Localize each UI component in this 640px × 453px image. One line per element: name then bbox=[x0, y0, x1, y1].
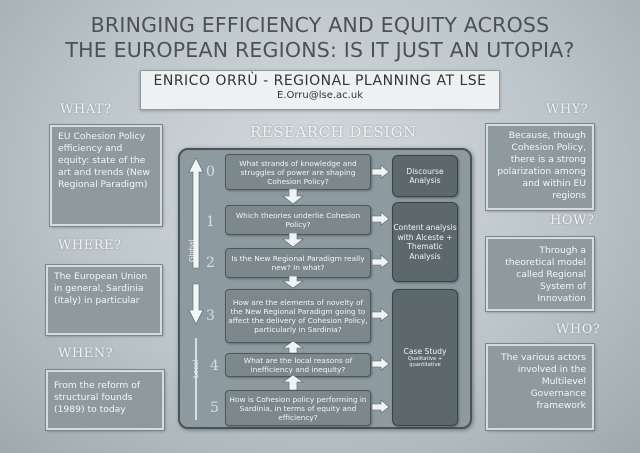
question-text-3: How are the elements of novelty of the N… bbox=[228, 298, 368, 334]
method-title-0: Discourse Analysis bbox=[406, 166, 444, 186]
author-name: ENRICO ORRÙ - REGIONAL PLANNING AT LSE bbox=[153, 73, 487, 89]
question-text-5: How is Cohesion policy performing in Sar… bbox=[229, 394, 367, 422]
who-heading: WHO? bbox=[556, 322, 601, 337]
global-local-arrow bbox=[188, 158, 204, 420]
step-number-1: 1 bbox=[206, 214, 215, 230]
how-panel: Through a theoretical model called Regio… bbox=[485, 236, 595, 312]
what-panel: EU Cohesion Policy efficiency and equity… bbox=[49, 124, 163, 227]
method-discourse-analysis: Discourse Analysis bbox=[392, 155, 458, 197]
why-panel: Because, though Cohesion Policy, there i… bbox=[485, 123, 595, 211]
question-box-4: What are the local reasons of inefficien… bbox=[225, 353, 371, 377]
right-arrow-q2 bbox=[372, 255, 390, 269]
method-title-2: Case Study bbox=[403, 346, 447, 356]
how-text: Through a theoretical model called Regio… bbox=[505, 245, 586, 304]
what-text: EU Cohesion Policy efficiency and equity… bbox=[58, 131, 150, 190]
who-text: The various actors involved in the Multi… bbox=[500, 352, 586, 411]
poster-title-line-2: THE EUROPEAN REGIONS: IS IT JUST AN UTOP… bbox=[65, 38, 575, 62]
who-panel: The various actors involved in the Multi… bbox=[485, 343, 595, 431]
down-arrow-1-2 bbox=[282, 233, 304, 248]
up-arrow-5-4 bbox=[282, 375, 304, 390]
right-arrow-q5 bbox=[372, 400, 390, 414]
where-heading: WHERE? bbox=[58, 238, 122, 253]
where-text: The European Union in general, Sardinia … bbox=[54, 271, 148, 306]
where-panel: The European Union in general, Sardinia … bbox=[45, 264, 163, 336]
what-heading: WHAT? bbox=[60, 102, 112, 117]
why-text: Because, though Cohesion Policy, there i… bbox=[497, 130, 586, 201]
when-heading: WHEN? bbox=[58, 346, 114, 361]
question-text-4: What are the local reasons of inefficien… bbox=[243, 356, 353, 374]
right-arrow-q3 bbox=[372, 308, 390, 322]
why-heading: WHY? bbox=[546, 102, 589, 117]
right-arrow-q1 bbox=[372, 212, 390, 226]
local-label: Local bbox=[192, 359, 200, 378]
question-box-2: Is the New Regional Paradigm really new?… bbox=[225, 248, 371, 278]
up-arrow-4-3 bbox=[282, 341, 304, 353]
step-number-3: 3 bbox=[206, 308, 215, 324]
down-arrow-0-1 bbox=[282, 189, 304, 205]
step-number-4: 4 bbox=[210, 358, 219, 374]
how-heading: HOW? bbox=[550, 213, 595, 228]
right-arrow-q4 bbox=[372, 357, 390, 371]
step-number-2: 2 bbox=[206, 255, 215, 271]
author-email: E.Orru@lse.ac.uk bbox=[276, 90, 363, 101]
down-arrow-2-3 bbox=[282, 276, 304, 289]
question-box-3: How are the elements of novelty of the N… bbox=[225, 289, 371, 343]
question-text-1: Which theories underlie Cohesion Policy? bbox=[235, 211, 361, 229]
question-text-0: What strands of knowledge and struggles … bbox=[239, 158, 357, 186]
research-design-heading: RESEARCH DESIGN bbox=[250, 123, 417, 141]
step-number-0: 0 bbox=[206, 164, 215, 180]
method-sub-2: Qualitative + quantitative bbox=[407, 356, 443, 369]
method-content-analysis: Content analysis with Alceste + Thematic… bbox=[392, 202, 458, 282]
when-text: From the reform of structural founds (19… bbox=[54, 380, 141, 415]
step-number-5: 5 bbox=[210, 400, 219, 416]
when-panel: From the reform of structural founds (19… bbox=[45, 369, 165, 431]
poster-title-line-1: BRINGING EFFICIENCY AND EQUITY ACROSS bbox=[90, 13, 550, 37]
method-title-1: Content analysis with Alceste + Thematic… bbox=[393, 223, 457, 261]
question-box-5: How is Cohesion policy performing in Sar… bbox=[225, 390, 371, 426]
question-box-1: Which theories underlie Cohesion Policy? bbox=[225, 205, 371, 235]
question-box-0: What strands of knowledge and struggles … bbox=[225, 154, 371, 190]
method-case-study: Case Study Qualitative + quantitative bbox=[392, 289, 458, 426]
right-arrow-q0 bbox=[372, 165, 390, 179]
question-text-2: Is the New Regional Paradigm really new?… bbox=[231, 254, 365, 272]
author-box: ENRICO ORRÙ - REGIONAL PLANNING AT LSE E… bbox=[140, 70, 500, 110]
global-label: Global bbox=[188, 239, 196, 262]
